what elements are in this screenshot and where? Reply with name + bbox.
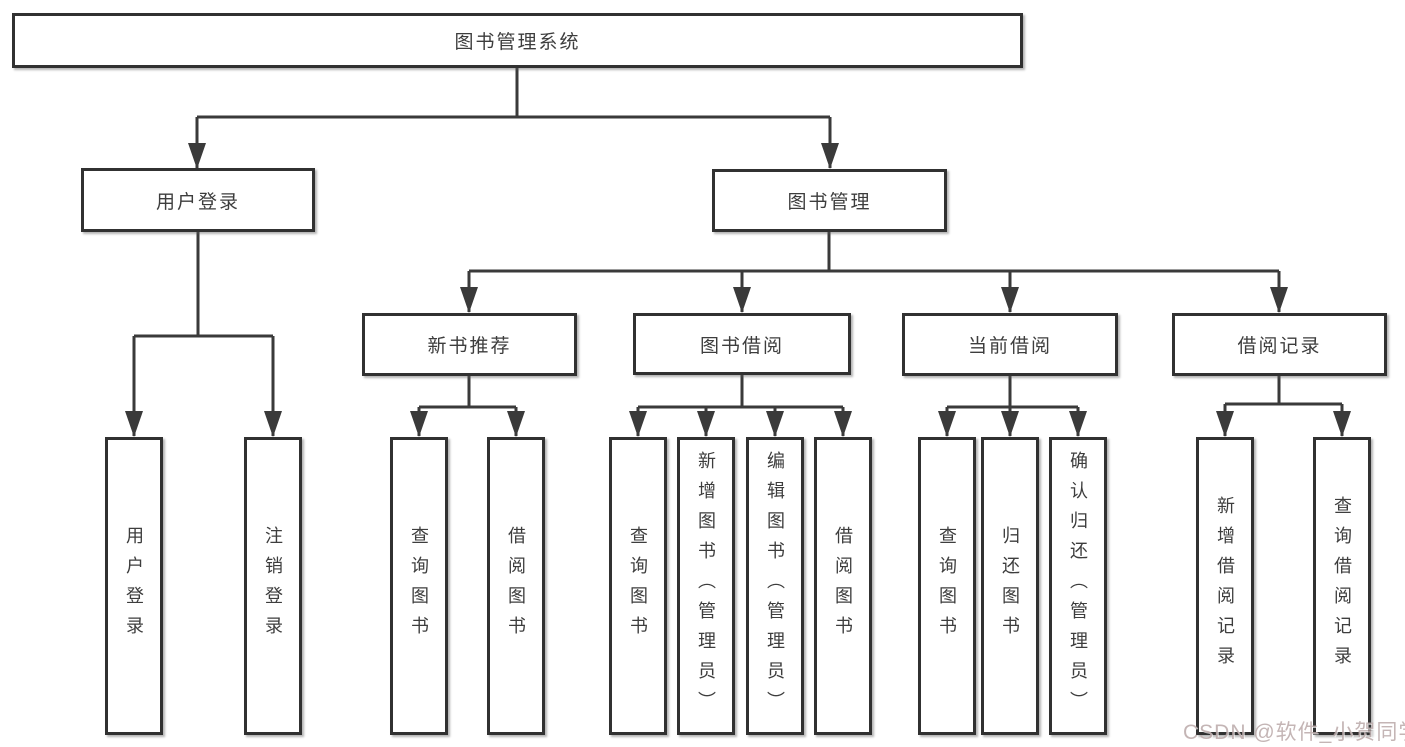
connector-root-children (188, 68, 839, 169)
connector-current-borrow-group (938, 376, 1087, 437)
node-library-system: 图书管理系统 (12, 13, 1023, 68)
node-label: 图书借阅 (699, 335, 784, 357)
connector-user-login-group (125, 232, 282, 437)
leaf-query-borrow-record: 查询借阅记录 (1313, 437, 1371, 735)
leaf-label: 借阅图书 (833, 526, 853, 646)
leaf-label: 用户登录 (124, 526, 144, 646)
leaf-borrow-books-1: 借阅图书 (487, 437, 545, 735)
leaf-logout-login: 注销登录 (244, 437, 302, 735)
leaf-query-books-2: 查询图书 (609, 437, 667, 735)
leaf-add-book-admin: 新增图书（管理员） (677, 437, 735, 735)
node-user-login: 用户登录 (81, 168, 315, 232)
node-book-management: 图书管理 (712, 169, 947, 232)
leaf-query-books-1: 查询图书 (390, 437, 448, 735)
leaf-user-login: 用户登录 (105, 437, 163, 735)
leaf-borrow-books-2: 借阅图书 (814, 437, 872, 735)
leaf-label: 归还图书 (1000, 526, 1020, 646)
node-label: 当前借阅 (967, 336, 1052, 357)
leaf-label: 新增借阅记录 (1215, 496, 1235, 676)
leaf-label: 新增图书（管理员） (696, 451, 716, 721)
node-label: 图书管理系统 (454, 32, 581, 53)
node-label: 新书推荐 (427, 336, 512, 357)
leaf-label: 查询借阅记录 (1332, 496, 1352, 676)
leaf-label: 借阅图书 (506, 526, 526, 646)
leaf-confirm-return-admin: 确认归还（管理员） (1049, 437, 1107, 735)
connector-new-book-group (410, 376, 525, 437)
connector-book-borrow-group (629, 375, 852, 437)
node-book-borrowing: 图书借阅 (633, 313, 851, 375)
node-label: 借阅记录 (1237, 336, 1322, 357)
node-label: 用户登录 (155, 191, 240, 213)
leaf-add-borrow-record: 新增借阅记录 (1196, 437, 1254, 735)
connector-borrow-record-group (1216, 376, 1351, 437)
connector-book-management-group (460, 232, 1288, 313)
leaf-label: 查询图书 (937, 526, 957, 646)
node-borrowing-records: 借阅记录 (1172, 313, 1387, 376)
leaf-label: 注销登录 (263, 526, 283, 646)
node-current-borrowing: 当前借阅 (902, 313, 1118, 376)
leaf-label: 查询图书 (409, 526, 429, 646)
leaf-return-book: 归还图书 (981, 437, 1039, 735)
leaf-label: 编辑图书（管理员） (765, 451, 785, 721)
node-label: 图书管理 (787, 192, 872, 213)
node-new-book-recommend: 新书推荐 (362, 313, 577, 376)
leaf-query-books-3: 查询图书 (918, 437, 976, 735)
csdn-watermark: CSDN @软件_小贺同学 (1183, 721, 1405, 744)
leaf-edit-book-admin: 编辑图书（管理员） (746, 437, 804, 735)
leaf-label: 确认归还（管理员） (1068, 451, 1088, 721)
leaf-label: 查询图书 (628, 526, 648, 646)
